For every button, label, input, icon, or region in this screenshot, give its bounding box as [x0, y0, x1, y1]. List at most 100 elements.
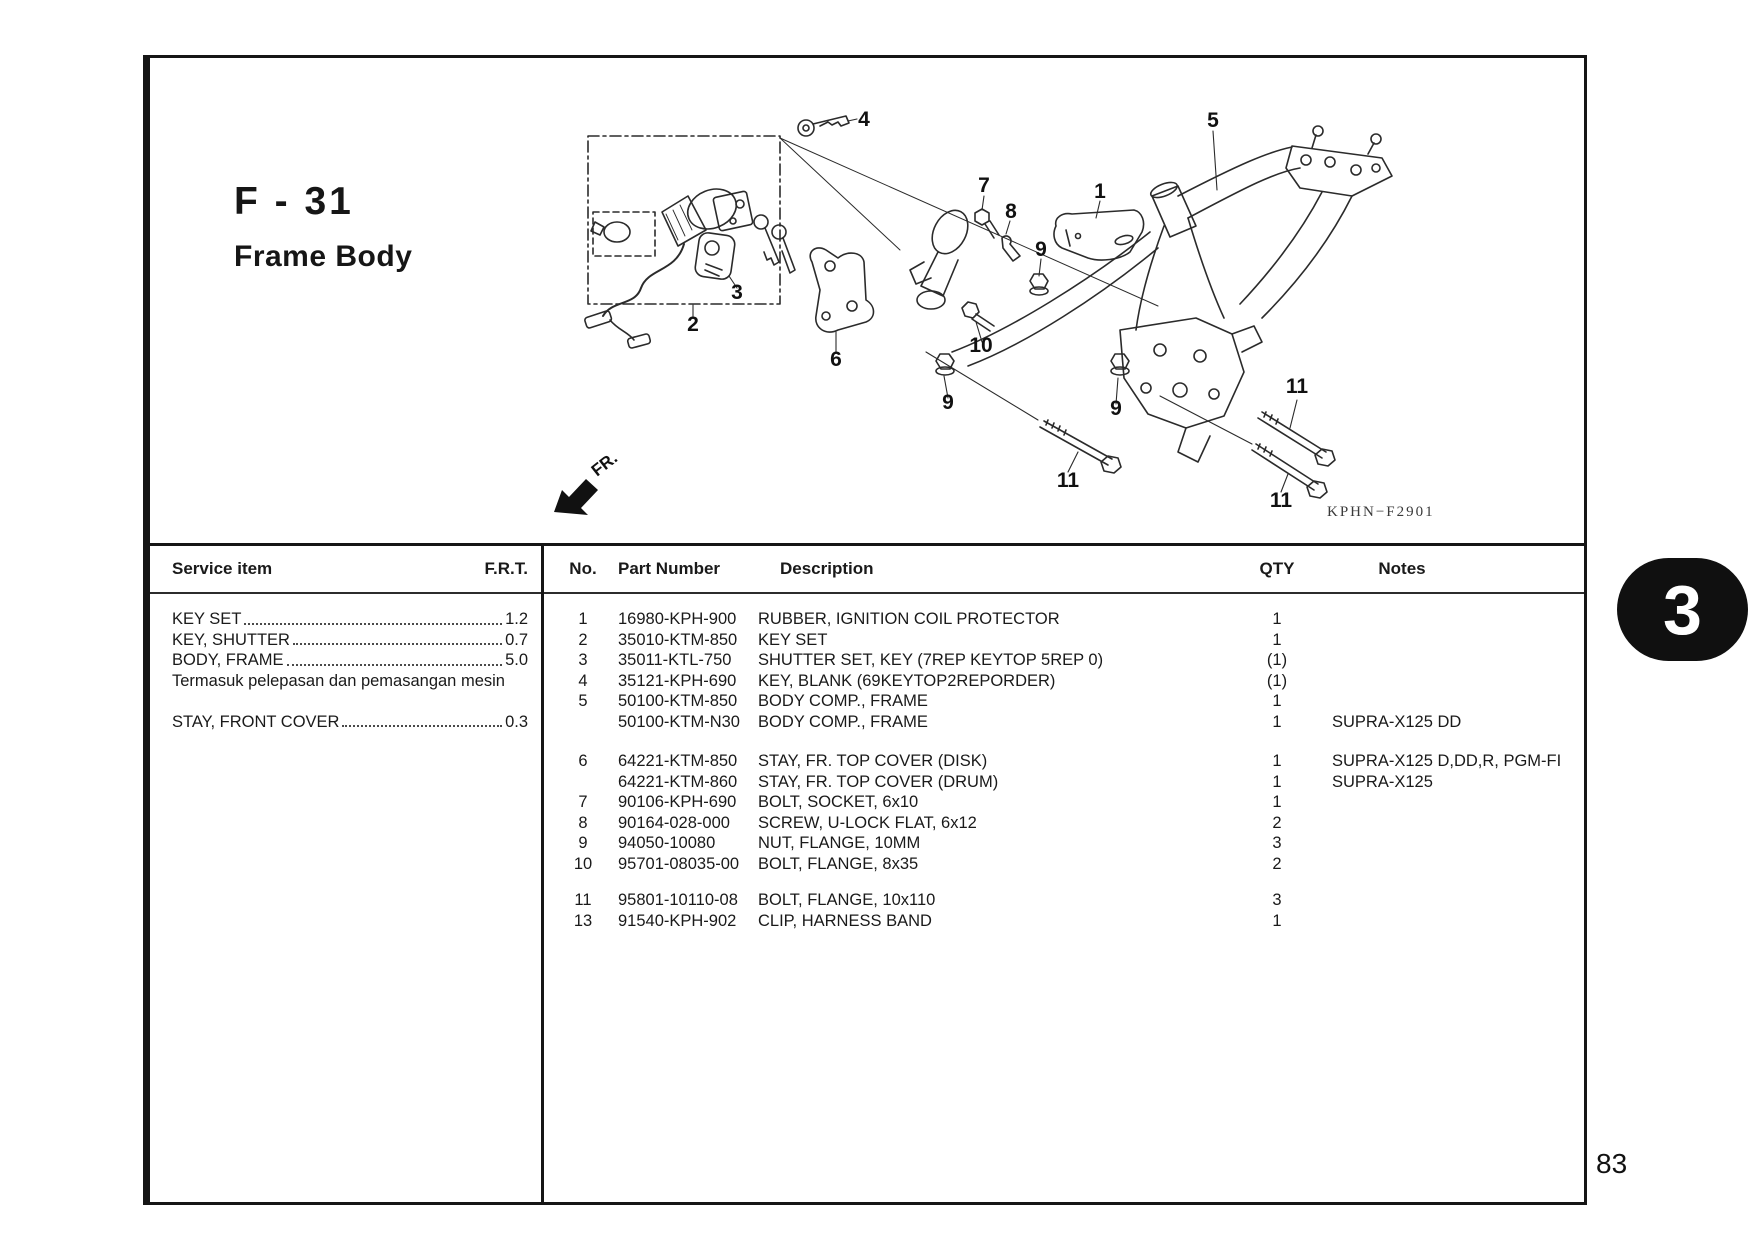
- shutter-set-drawing: [694, 214, 796, 280]
- spacer-row: [150, 732, 1584, 751]
- callout-10: 10: [969, 334, 992, 357]
- part-no: 6: [578, 752, 588, 770]
- part-no: 1: [578, 610, 588, 628]
- frt-value: 5.0: [505, 651, 528, 669]
- service-item-label: BODY, FRAME: [172, 651, 284, 669]
- diagram-code: KPHN−F2901: [1327, 504, 1435, 520]
- dot-leader: [244, 622, 503, 625]
- title-block: F - 31 Frame Body: [234, 180, 412, 274]
- part-no: 8: [578, 813, 588, 832]
- part-number: 50100-KTM-850: [618, 692, 738, 710]
- part-description: SCREW, U-LOCK FLAT, 6x12: [758, 813, 977, 832]
- fr-label: FR.: [588, 448, 621, 480]
- callout-5: 5: [1207, 109, 1219, 132]
- callout-1: 1: [1094, 180, 1106, 203]
- page-number: 83: [1596, 1148, 1628, 1179]
- part-qty: 1: [1272, 692, 1282, 710]
- part-number: 16980-KPH-900: [618, 610, 737, 628]
- long-bolts-drawing: [1039, 411, 1336, 499]
- part-description: STAY, FR. TOP COVER (DISK): [758, 752, 988, 770]
- callout-7: 7: [978, 174, 990, 197]
- callout-8: 8: [1005, 200, 1017, 223]
- part-description: BOLT, FLANGE, 10x110: [758, 891, 936, 909]
- part-row: 5 50100-KTM-850 BODY COMP., FRAME 1: [150, 691, 1584, 712]
- part-number: 64221-KTM-860: [618, 772, 738, 791]
- part-row: 13 91540-KPH-902 CLIP, HARNESS BAND 1: [150, 911, 1584, 932]
- part-row: 6 64221-KTM-850 STAY, FR. TOP COVER (DISK)…: [150, 751, 1584, 772]
- callout-9: 9: [1035, 238, 1047, 261]
- callout-9: 9: [1110, 397, 1122, 420]
- part-number: 35010-KTM-850: [618, 630, 738, 649]
- part-no: 7: [578, 793, 588, 811]
- coil-protector-drawing: [1053, 209, 1145, 261]
- spacer-row: [150, 874, 1584, 890]
- part-qty: 3: [1272, 891, 1282, 909]
- page-title: Frame Body: [234, 240, 413, 273]
- part-description: CLIP, HARNESS BAND: [758, 911, 932, 930]
- part-description: KEY SET: [758, 630, 828, 649]
- frt-value: 0.3: [505, 712, 528, 731]
- part-number: 94050-10080: [618, 834, 716, 852]
- part-qty: 2: [1272, 854, 1282, 873]
- part-number: 90164-028-000: [618, 813, 730, 832]
- frt-value: 1.2: [505, 610, 528, 628]
- part-qty: 1: [1272, 793, 1282, 811]
- part-no: 10: [573, 854, 593, 873]
- part-qty: (1): [1266, 671, 1288, 690]
- part-description: NUT, FLANGE, 10MM: [758, 834, 921, 852]
- callout-9: 9: [942, 391, 954, 414]
- part-qty: 1: [1272, 752, 1282, 770]
- callout-4: 4: [858, 108, 870, 131]
- mounted-lock-drawing: [909, 209, 969, 310]
- part-number: 91540-KPH-902: [618, 911, 737, 930]
- part-qty: 1: [1272, 911, 1282, 930]
- dot-leader: [292, 643, 503, 645]
- service-item-label: Termasuk pelepasan dan pemasangan mesin: [172, 671, 505, 690]
- col-header-notes: Notes: [1378, 559, 1426, 578]
- part-no: 11: [574, 891, 592, 909]
- chapter-tab-number: 3: [1663, 570, 1702, 649]
- fr-direction-arrow: FR.: [554, 448, 621, 515]
- col-header-qty: QTY: [1259, 559, 1295, 578]
- col-header-part-number: Part Number: [618, 559, 721, 578]
- part-number: 95701-08035-00: [618, 854, 740, 873]
- part-no: 13: [573, 911, 593, 930]
- part-qty: (1): [1266, 651, 1288, 669]
- table-header-rule: [150, 592, 1584, 594]
- part-number: 90106-KPH-690: [618, 793, 737, 811]
- part-number: 35121-KPH-690: [618, 671, 737, 690]
- part-description: BOLT, SOCKET, 6x10: [758, 793, 919, 811]
- part-no: 3: [578, 651, 588, 669]
- key-blank-drawing: [797, 115, 850, 137]
- part-row: 7 90106-KPH-690 BOLT, SOCKET, 6x10 1: [150, 792, 1584, 813]
- part-number: 50100-KTM-N30: [618, 712, 740, 731]
- dot-leader: [286, 663, 503, 666]
- service-row: KEY SET 1.2: [172, 609, 528, 630]
- callout-11: 11: [1286, 375, 1309, 398]
- part-description: BODY COMP., FRAME: [758, 692, 928, 710]
- service-item-label: KEY SET: [172, 610, 242, 628]
- part-number: 64221-KTM-850: [618, 752, 738, 770]
- section-code: F - 31: [234, 180, 354, 223]
- part-no: 5: [578, 692, 588, 710]
- service-row: Termasuk pelepasan dan pemasangan mesin: [172, 671, 528, 692]
- part-qty: 1: [1272, 712, 1282, 731]
- callout-11: 11: [1270, 489, 1293, 512]
- part-notes: SUPRA-X125: [1332, 772, 1433, 791]
- service-item-label: STAY, FRONT COVER: [172, 712, 340, 731]
- key-set-drawing: [584, 188, 754, 349]
- part-qty: 3: [1272, 834, 1282, 852]
- dot-leader: [342, 725, 503, 727]
